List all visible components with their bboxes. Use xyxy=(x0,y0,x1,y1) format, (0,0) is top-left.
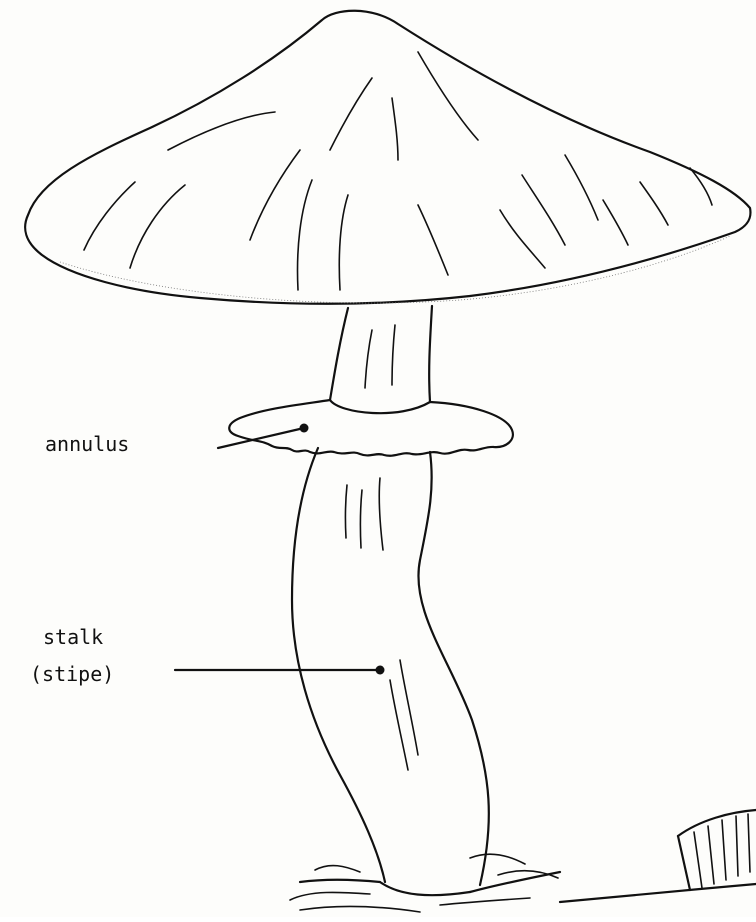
annulus-leader xyxy=(218,424,309,449)
partial-mushroom xyxy=(560,810,756,902)
stalk-leader xyxy=(175,666,385,675)
mushroom-cap xyxy=(25,11,750,304)
stalk-label: stalk xyxy=(43,625,103,649)
upper-stalk xyxy=(330,306,432,402)
annulus-ring xyxy=(229,400,513,456)
lower-stalk xyxy=(292,448,489,885)
ground-base xyxy=(290,854,560,912)
annulus-label: annulus xyxy=(45,432,129,456)
stipe-label: (stipe) xyxy=(30,662,114,686)
